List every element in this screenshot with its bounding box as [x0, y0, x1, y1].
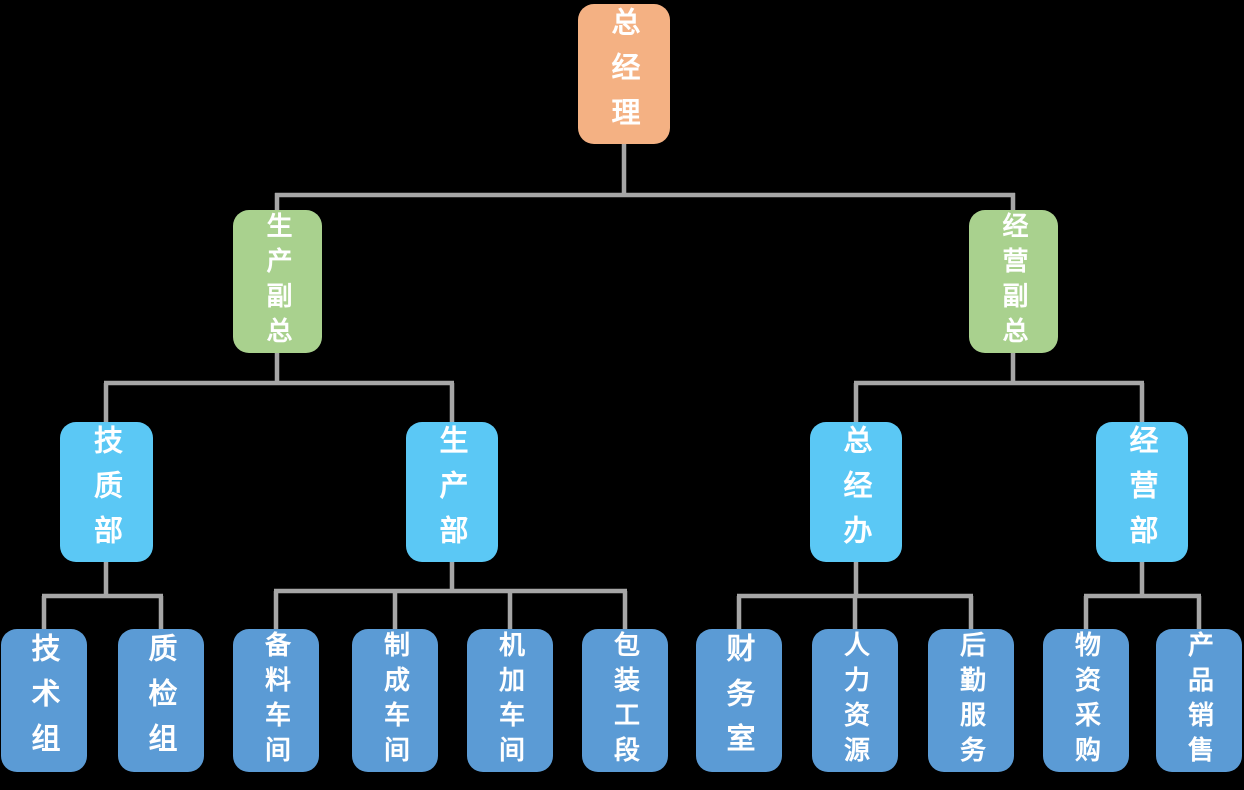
node-production-dept: 生产部	[406, 422, 498, 562]
node-fabrication-workshop: 制成车间	[352, 629, 438, 772]
node-label: 机加车间	[494, 630, 525, 771]
node-production-vp: 生产副总	[233, 210, 322, 353]
connector-scb-to-teams	[273, 561, 628, 630]
node-material-prep-workshop: 备料车间	[233, 629, 319, 772]
node-label: 人力资源	[839, 630, 870, 771]
node-finance-office: 财务室	[696, 629, 782, 772]
node-label: 制成车间	[379, 630, 410, 771]
node-label: 物资采购	[1070, 630, 1101, 771]
node-human-resources: 人力资源	[812, 629, 898, 772]
node-label: 经营部	[1125, 424, 1159, 560]
node-quality-inspection-team: 质检组	[118, 629, 204, 772]
connector-vp-oper-to-depts	[853, 352, 1145, 424]
node-packaging-section: 包装工段	[582, 629, 668, 772]
node-machining-workshop: 机加车间	[467, 629, 553, 772]
node-label: 财务室	[722, 633, 756, 768]
node-label: 质检组	[144, 633, 178, 768]
node-operations-vp: 经营副总	[969, 210, 1058, 353]
node-label: 生产部	[435, 424, 469, 560]
connector-root-to-vps	[274, 143, 1016, 212]
node-operations-dept: 经营部	[1096, 422, 1188, 562]
node-tech-quality-dept: 技质部	[60, 422, 153, 562]
node-label: 经营副总	[998, 211, 1028, 352]
node-general-manager: 总经理	[578, 4, 670, 144]
node-label: 总经理	[607, 6, 641, 142]
connector-jzb-to-teams	[41, 561, 164, 630]
node-label: 产品销售	[1183, 630, 1214, 771]
node-gm-office: 总经办	[810, 422, 902, 562]
node-label: 技术组	[27, 633, 61, 768]
node-label: 技质部	[89, 424, 124, 560]
node-label: 包装工段	[609, 630, 640, 771]
connector-jyb-to-teams	[1083, 561, 1202, 630]
node-product-sales: 产品销售	[1156, 629, 1242, 772]
node-logistics-services: 后勤服务	[928, 629, 1014, 772]
connector-zjb-to-teams	[736, 561, 974, 630]
node-label: 备料车间	[260, 630, 291, 771]
node-label: 后勤服务	[955, 630, 986, 771]
node-material-purchasing: 物资采购	[1043, 629, 1129, 772]
node-technology-team: 技术组	[1, 629, 87, 772]
node-label: 总经办	[839, 424, 873, 560]
connector-vp-prod-to-depts	[103, 352, 455, 424]
node-label: 生产副总	[262, 211, 292, 352]
